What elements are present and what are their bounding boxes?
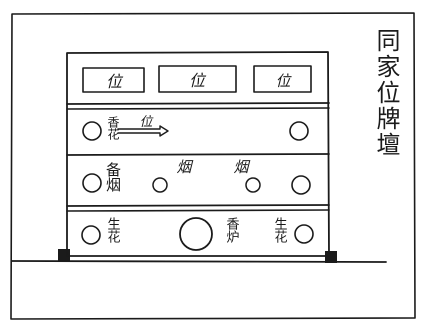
tablet-center [158, 65, 237, 93]
row2-right-circle [289, 121, 309, 141]
row3-mid-circle-2 [245, 177, 261, 193]
row3-left-circle [82, 173, 102, 193]
ground-line [11, 260, 387, 263]
tablet-left-label: 位 [106, 72, 124, 91]
row3-right-circle [291, 175, 311, 195]
tablet-right [253, 65, 312, 93]
row2-arrow-label: 位 [139, 114, 154, 130]
row3-mid-circle-1 [152, 177, 168, 193]
row2-label: 香花 [106, 116, 120, 141]
row4-right-circle [294, 224, 314, 244]
shelf-divider-2 [66, 107, 330, 110]
row4-left-circle [81, 225, 101, 245]
incense-burner-circle [179, 217, 213, 251]
shelf-divider-4 [66, 204, 330, 207]
row2-arrow [117, 125, 169, 137]
shelf-divider-1 [66, 102, 330, 105]
row4-center-label: 香炉 [224, 217, 240, 243]
tablet-right-label: 位 [275, 72, 292, 90]
right-post [325, 251, 337, 263]
row3-mid-label-1: 烟 [176, 158, 193, 176]
row4-left-label: 生花 [105, 217, 121, 244]
row3-left-label: 备烟 [104, 162, 122, 192]
shelf-divider-3 [66, 153, 330, 156]
tablet-center-label: 位 [189, 71, 207, 90]
row4-right-label: 生花 [272, 217, 288, 244]
outer-frame [10, 12, 416, 320]
left-post [58, 249, 70, 261]
tablet-left [82, 67, 145, 93]
side-title: 同家位牌壇 [372, 28, 400, 158]
row2-left-circle [82, 121, 102, 141]
row3-mid-label-2: 烟 [233, 158, 250, 176]
shelf-divider-5 [66, 209, 330, 212]
altar-body [66, 51, 330, 257]
